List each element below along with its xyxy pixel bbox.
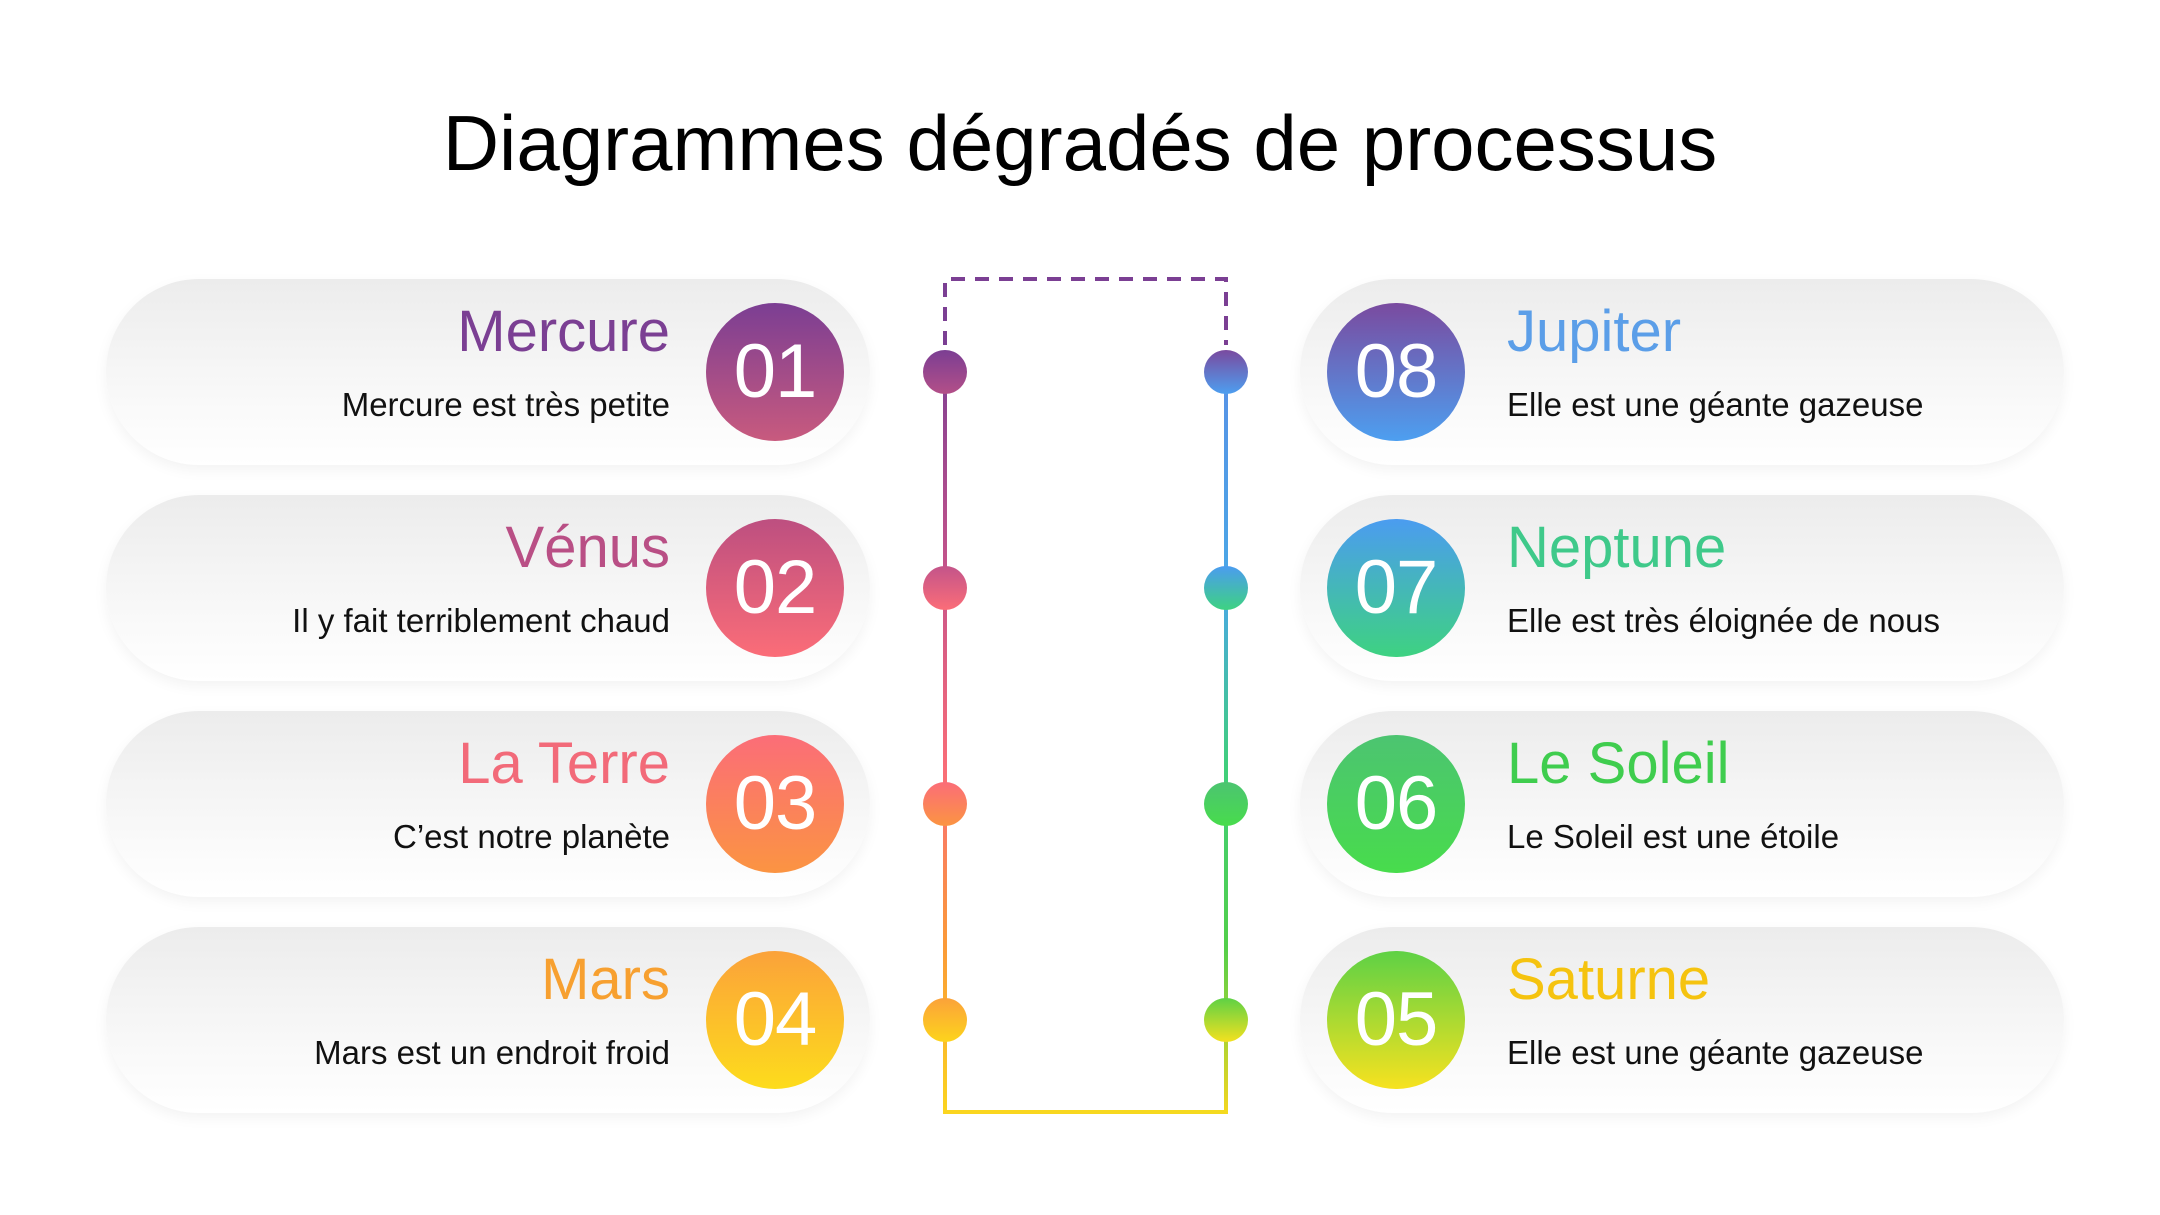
step-name: Mercure [457,299,670,364]
step-card-06: 06 Le Soleil Le Soleil est une étoile [1300,711,2064,897]
step-card-01: Mercure Mercure est très petite 01 [106,279,870,465]
step-description: Le Soleil est une étoile [1507,818,1840,855]
dashed-top-connector [943,277,1228,345]
page-title: Diagrammes dégradés de processus [442,99,1718,187]
step-number-badge: 07 [1327,519,1465,657]
step-name: Neptune [1507,515,1727,580]
step-description: Elle est une géante gazeuse [1507,1034,1924,1071]
step-card-05: 05 Saturne Elle est une géante gazeuse [1300,927,2064,1113]
timeline-dot-07 [1204,566,1248,610]
step-name: Saturne [1507,947,1711,1012]
step-number-badge: 06 [1327,735,1465,873]
step-description: Mercure est très petite [341,386,670,423]
step-number-badge: 05 [1327,951,1465,1089]
step-name: Le Soleil [1507,731,1730,796]
timeline-dot-03 [923,782,967,826]
step-number-badge: 02 [706,519,844,657]
step-number-badge: 01 [706,303,844,441]
step-name: Vénus [505,515,670,580]
step-name: Mars [541,947,670,1012]
timeline-dot-04 [923,998,967,1042]
step-card-07: 07 Neptune Elle est très éloignée de nou… [1300,495,2064,681]
timeline-dot-05 [1204,998,1248,1042]
step-description: Elle est très éloignée de nous [1507,602,1940,639]
step-card-03: La Terre C’est notre planète 03 [106,711,870,897]
step-number-badge: 04 [706,951,844,1089]
step-name: La Terre [458,731,670,796]
timeline-dot-06 [1204,782,1248,826]
timeline-dot-01 [923,350,967,394]
step-description: Il y fait terriblement chaud [292,602,670,639]
timeline-dot-02 [923,566,967,610]
step-card-04: Mars Mars est un endroit froid 04 [106,927,870,1113]
step-description: C’est notre planète [392,818,670,855]
step-number-badge: 03 [706,735,844,873]
step-description: Elle est une géante gazeuse [1507,386,1924,423]
timeline-dot-08 [1204,350,1248,394]
step-card-02: Vénus Il y fait terriblement chaud 02 [106,495,870,681]
step-name: Jupiter [1507,299,1682,364]
step-card-08: 08 Jupiter Elle est une géante gazeuse [1300,279,2064,465]
step-number-badge: 08 [1327,303,1465,441]
step-description: Mars est un endroit froid [314,1034,670,1071]
